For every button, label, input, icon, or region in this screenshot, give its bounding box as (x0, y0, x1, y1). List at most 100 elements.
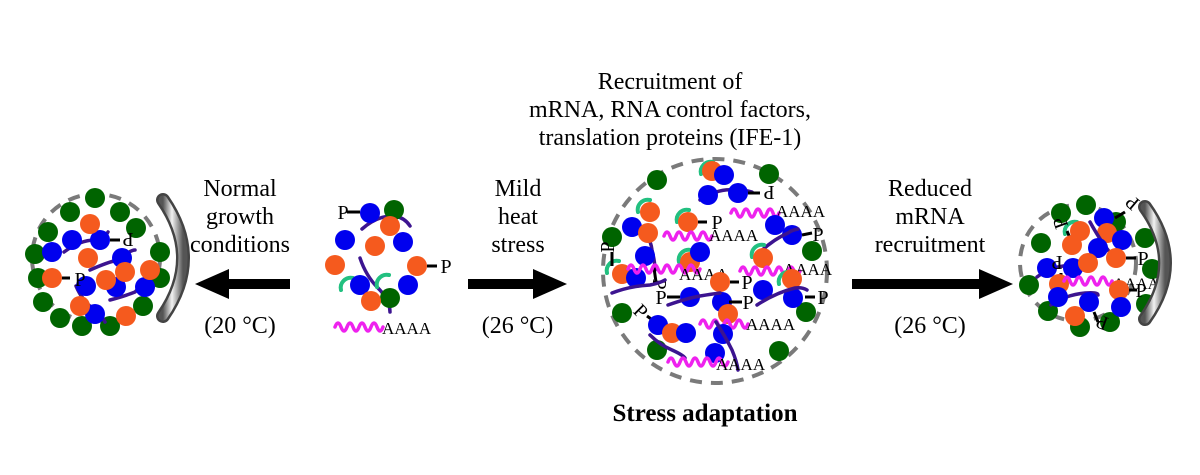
green-protein (72, 316, 92, 336)
green-protein (380, 288, 400, 308)
blue-protein (135, 277, 155, 297)
bottom-caption: Stress adaptation (612, 400, 798, 427)
blue-protein (1111, 297, 1131, 317)
orange-protein (718, 304, 738, 324)
green-protein (769, 341, 789, 361)
mild-heat-label: Mild heat stress (468, 175, 568, 259)
rna-strand (666, 291, 722, 307)
ife1-cap (1062, 219, 1079, 236)
phospho-label: P (817, 287, 828, 309)
blue-protein (398, 275, 418, 295)
ife1-cap (604, 258, 621, 275)
label-line: growth (206, 204, 274, 230)
green-protein (612, 303, 632, 323)
green-protein (60, 202, 80, 222)
phospho-label: P (742, 292, 753, 314)
orange-protein (753, 248, 773, 268)
ife1-cap (749, 242, 766, 259)
green-protein (1100, 312, 1120, 332)
green-protein (802, 241, 822, 261)
green-protein (110, 202, 130, 222)
mrna-wave (333, 321, 385, 333)
orange-protein (116, 306, 136, 326)
blue-protein (350, 275, 370, 295)
green-protein (1031, 233, 1051, 253)
green-protein (28, 268, 48, 288)
ife1-cap (676, 247, 693, 264)
label-line: conditions (190, 232, 290, 258)
mrna-wave (698, 318, 750, 330)
orange-protein (70, 296, 90, 316)
green-protein (50, 308, 70, 328)
arrow-head (979, 269, 1013, 299)
green-protein (1051, 203, 1071, 223)
green-protein (384, 200, 404, 220)
top-caption-line: translation proteins (IFE-1) (538, 125, 802, 151)
phospho-label: P (763, 181, 774, 203)
orange-protein (1097, 223, 1117, 243)
blue-protein (676, 323, 696, 343)
orange-protein (96, 270, 116, 290)
phospho-bond (652, 267, 658, 283)
orange-protein (42, 268, 62, 288)
normal-temperature: (20 °C) (204, 313, 276, 339)
granule-boundary (601, 157, 829, 385)
blue-protein (714, 165, 734, 185)
orange-protein (710, 272, 730, 292)
orange-protein (80, 214, 100, 234)
polya-label: AAAA (746, 315, 796, 334)
label-line: heat (498, 204, 538, 230)
arrow-shaft (468, 279, 539, 289)
blue-protein (753, 280, 773, 300)
blue-protein (1037, 258, 1057, 278)
phospho-label: P (711, 212, 722, 234)
top-caption-line: mRNA, RNA control factors, (529, 97, 811, 123)
blue-protein (728, 183, 748, 203)
orange-protein (1106, 248, 1126, 268)
orange-protein (365, 236, 385, 256)
blue-protein (698, 185, 718, 205)
label-line: stress (491, 232, 545, 258)
rna-strand (714, 320, 740, 372)
mrna-wave (738, 265, 802, 277)
green-protein (1019, 275, 1039, 295)
blue-protein (360, 203, 380, 223)
label-line: Mild (494, 176, 542, 202)
mrna-wave (1062, 275, 1114, 287)
phospho-label: P (122, 228, 133, 250)
green-protein (647, 170, 667, 190)
top-caption-line: Recruitment of (597, 69, 743, 95)
label-line: recruitment (874, 232, 986, 258)
blue-protein (1088, 238, 1108, 258)
green-protein (796, 302, 816, 322)
arrow-reduced-recruitment (852, 269, 1013, 299)
normal-granule: PP (25, 188, 190, 336)
top-caption: Recruitment of mRNA, RNA control factors… (500, 68, 840, 152)
process-arrows (195, 269, 1013, 299)
green-protein (1135, 228, 1155, 248)
arrow-head (195, 269, 229, 299)
reduced-temperature: (26 °C) (894, 313, 966, 339)
orange-protein (638, 223, 658, 243)
blue-protein (1094, 208, 1114, 228)
blue-protein (635, 246, 655, 266)
green-protein (150, 242, 170, 262)
orange-protein (678, 212, 698, 232)
orange-protein (640, 202, 660, 222)
mrna-wave (666, 356, 730, 368)
green-protein (759, 164, 779, 184)
arrow-head (533, 269, 567, 299)
phospho-label: P (597, 241, 619, 252)
green-protein (126, 218, 146, 238)
green-protein (602, 227, 622, 247)
ife1-cap (374, 272, 391, 289)
green-protein (1038, 301, 1058, 321)
green-protein (133, 296, 153, 316)
polya-label: AAAA (716, 355, 766, 374)
phospho-label: P (812, 224, 823, 246)
ife1-cap (674, 207, 691, 224)
blue-protein (85, 304, 105, 324)
orange-protein (1062, 235, 1082, 255)
reduced-recruitment-label: Reduced mRNA recruitment (860, 175, 1000, 259)
